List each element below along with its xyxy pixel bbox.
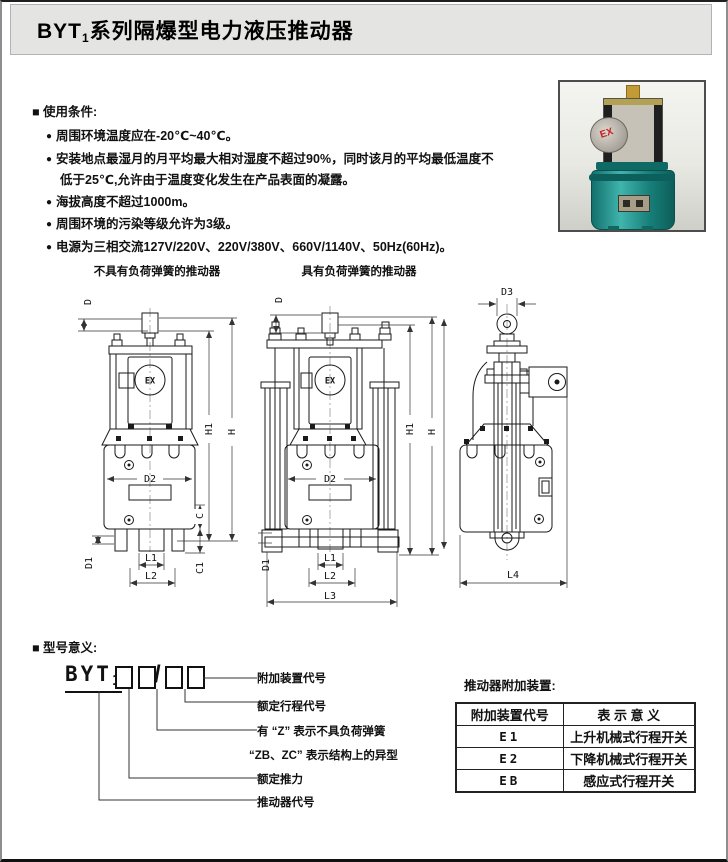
caption-no-spring: 不具有负荷弹簧的推动器 (93, 266, 221, 278)
page-title: BYT1系列隔爆型电力液压推动器 (37, 19, 354, 45)
condition-item: ●周围环境的污染等级允许为3级。 (46, 217, 238, 231)
accessory-code: EB (455, 769, 564, 793)
accessories-title: 推动器附加装置: (464, 679, 556, 693)
svg-text:L4: L4 (507, 570, 519, 581)
conditions-heading: ■ 使用条件: (32, 105, 98, 119)
label-stroke-code: 额定行程代号 (257, 701, 326, 713)
col-header-code: 附加装置代号 (455, 702, 564, 726)
svg-text:D3: D3 (501, 287, 513, 298)
svg-text:H1: H1 (204, 423, 215, 435)
condition-item: ●海拔高度不超过1000m。 (46, 194, 195, 209)
bullet-icon: ● (46, 131, 53, 142)
thruster-body: EX (260, 312, 400, 553)
condition-item: ●周围环境温度应在-20℃~40℃。 (46, 129, 239, 143)
ex-badge: EX (598, 126, 615, 141)
accessory-meaning: 下降机械式行程开关 (562, 747, 696, 770)
svg-text:L3: L3 (324, 591, 336, 602)
svg-text:L2: L2 (324, 571, 336, 582)
svg-text:D2: D2 (324, 474, 336, 485)
photo-motor-endcap: EX (590, 117, 628, 153)
label-accessory-code: 附加装置代号 (257, 673, 326, 685)
model-box-stroke (165, 666, 183, 689)
accessory-meaning: 感应式行程开关 (562, 769, 696, 793)
bullet-icon: ● (46, 196, 53, 208)
accessory-meaning: 上升机械式行程开关 (562, 725, 696, 748)
table-row: EB 感应式行程开关 (455, 769, 696, 793)
table-header-row: 附加装置代号 表 示 意 义 (455, 702, 696, 726)
accessory-code: E1 (455, 725, 564, 748)
bullet-icon: ● (46, 241, 53, 253)
page-title-bar: BYT1系列隔爆型电力液压推动器 (10, 4, 712, 55)
table-row: E1 上升机械式行程开关 (455, 725, 696, 748)
model-leader-lines (98, 677, 257, 801)
accessory-code: E2 (455, 747, 564, 770)
bullet-icon: ● (46, 219, 53, 230)
drawing-front-no-spring: EX D D2 L1 L2 D1 C C1 (78, 299, 238, 587)
svg-text:H: H (227, 429, 238, 435)
caption-with-spring: 具有负荷弹簧的推动器 (301, 266, 417, 278)
svg-text:D1: D1 (84, 557, 95, 569)
drawing-side-view: D3 L4 (441, 287, 568, 588)
svg-text:H: H (427, 429, 438, 435)
svg-text:L1: L1 (145, 553, 157, 564)
svg-text:C1: C1 (195, 562, 206, 574)
model-box-force (115, 666, 133, 689)
label-z-note: 有 “Z” 表示不具负荷弹簧 (257, 726, 386, 738)
ex-mark: EX (325, 377, 335, 387)
dimensions: D D2 L1 L2 L3 D1 H1 H (258, 297, 439, 607)
label-zbzc-note: “ZB、ZC” 表示结构上的异型 (249, 750, 398, 762)
svg-text:C: C (195, 513, 206, 519)
photo-tank (589, 170, 675, 230)
svg-text:D: D (274, 297, 285, 303)
model-slash: / (154, 661, 161, 688)
svg-text:D1: D1 (261, 559, 272, 571)
photo-nameplate (618, 195, 650, 212)
svg-text:D2: D2 (144, 474, 156, 485)
label-rated-force: 额定推力 (257, 774, 303, 786)
table-row: E2 下降机械式行程开关 (455, 747, 696, 770)
model-box-spring (138, 666, 156, 689)
col-header-meaning: 表 示 意 义 (562, 702, 696, 726)
bullet-icon: ● (46, 153, 53, 165)
condition-item: ●安装地点最湿月的月平均最大相对湿度不超过90%，同时该月的平均最低温度不低于2… (46, 151, 494, 188)
dimensions: D3 L4 (441, 287, 568, 588)
thruster-body: EX (101, 312, 199, 552)
svg-text:L2: L2 (145, 571, 157, 582)
model-heading: ■ 型号意义: (32, 641, 98, 655)
product-photo: EX (558, 80, 706, 232)
dimensions: D D2 L1 L2 D1 C C1 H1 (78, 299, 238, 587)
ex-mark: EX (145, 377, 155, 387)
thruster-body (459, 313, 568, 551)
condition-item: ●电源为三相交流127V/220V、220V/380V、660V/1140V、5… (46, 239, 453, 254)
usage-conditions: ■ 使用条件: ●周围环境温度应在-20℃~40℃。 ●安装地点最湿月的月平均最… (32, 101, 494, 259)
label-thruster-code: 推动器代号 (257, 797, 315, 809)
svg-text:D: D (83, 299, 94, 305)
accessories-table: 附加装置代号 表 示 意 义 E1 上升机械式行程开关 E2 下降机械式行程开关… (455, 702, 696, 793)
svg-text:L1: L1 (324, 553, 336, 564)
drawing-front-with-spring: EX D D2 L1 L2 L3 D1 H1 (258, 297, 439, 607)
svg-text:H1: H1 (405, 423, 416, 435)
